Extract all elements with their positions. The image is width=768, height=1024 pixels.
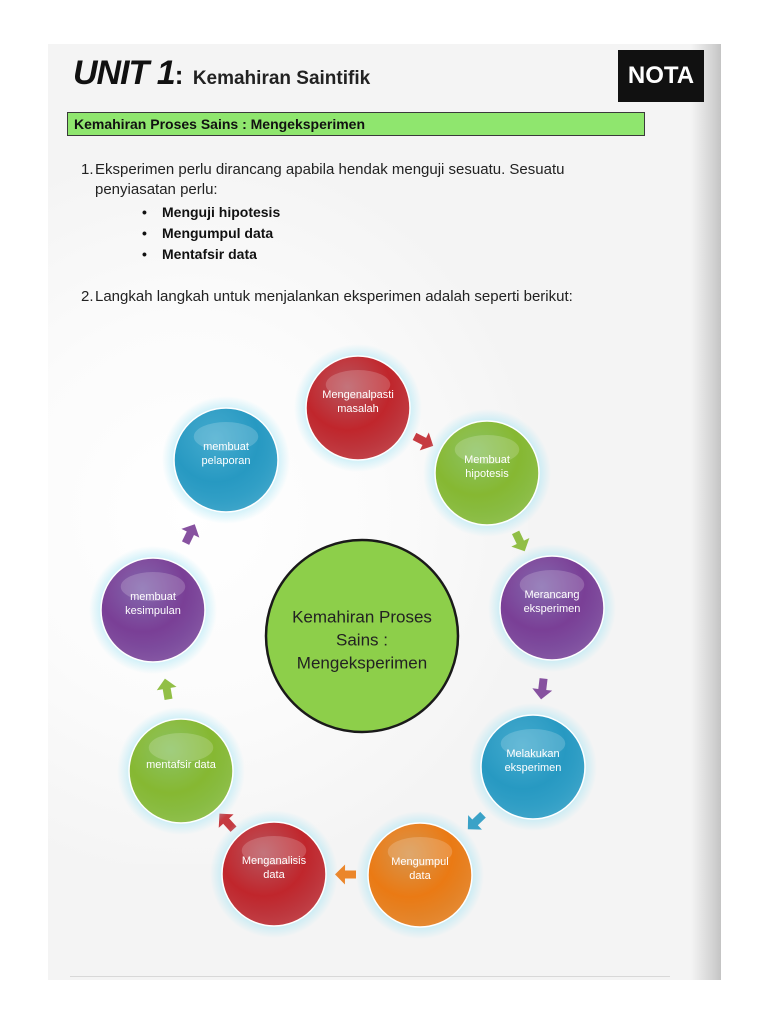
cycle-node-highlight: [387, 837, 453, 867]
section-banner: Kemahiran Proses Sains : Mengeksperimen: [67, 112, 645, 136]
bullet-item: Mentafsir data: [140, 244, 280, 265]
bullet-item: Menguji hipotesis: [140, 202, 280, 223]
cycle-step-label: membuat pelaporan: [201, 441, 251, 467]
cycle-arrow: [335, 864, 357, 885]
cycle-step-label: Melakukan eksperimen: [504, 748, 562, 774]
cycle-step-label: Merancang eksperimen: [523, 589, 581, 615]
point-2: 2. Langkah langkah untuk menjalankan eks…: [81, 287, 573, 307]
cycle-node: [128, 718, 234, 824]
cycle-node: [480, 714, 586, 820]
point-1-number: 1.: [81, 161, 94, 178]
cycle-step-label: Membuat hipotesis: [464, 454, 510, 480]
cycle-node: [367, 822, 473, 928]
cycle-node: [499, 555, 605, 661]
unit-subtitle: Kemahiran Saintifik: [192, 68, 371, 89]
cycle-node: [305, 355, 411, 461]
cycle-node-highlight: [500, 729, 566, 759]
cycle-node: [100, 557, 206, 663]
cycle-node: [221, 821, 327, 927]
cycle-node: [173, 407, 279, 513]
cycle-arrow: [532, 678, 553, 700]
cycle-step-label: Menganalisis data: [241, 855, 307, 881]
point-2-text: Langkah langkah untuk menjalankan eksper…: [95, 288, 573, 305]
cycle-node-highlight: [454, 435, 520, 465]
bullet-item: Mengumpul data: [140, 223, 280, 244]
cycle-node-highlight: [193, 422, 259, 452]
cycle-step-label: mentafsir data: [146, 759, 216, 771]
cycle-node: [434, 420, 540, 526]
cycle-center-label: Kemahiran Proses Sains : Mengeksperimen: [292, 607, 432, 673]
cycle-step-label: Mengenalpasti masalah: [322, 389, 394, 415]
cycle-node-highlight: [148, 733, 214, 763]
page-edge-shadow: [691, 44, 721, 980]
nota-badge: NOTA: [618, 50, 704, 102]
cycle-arrow: [156, 678, 177, 701]
point-1: 1. Eksperimen perlu dirancang apabila he…: [81, 160, 635, 200]
cycle-arrow: [412, 432, 434, 451]
point-1-text: Eksperimen perlu dirancang apabila henda…: [95, 161, 565, 198]
unit-number: UNIT 1: [73, 54, 176, 92]
cycle-node-highlight: [120, 572, 186, 602]
title-colon: :: [174, 60, 184, 90]
cycle-node-highlight: [325, 370, 391, 400]
cycle-arrow: [467, 811, 486, 830]
footer-divider: [70, 976, 670, 977]
cycle-node-highlight: [241, 836, 307, 866]
bullet-list: Menguji hipotesis Mengumpul data Mentafs…: [140, 202, 280, 265]
cycle-node-highlight: [519, 570, 585, 600]
cycle-center-circle: [264, 538, 460, 734]
cycle-arrow: [511, 530, 530, 552]
unit-title: UNIT 1: Kemahiran Saintifik: [73, 54, 370, 93]
cycle-step-label: Mengumpul data: [391, 856, 449, 882]
cycle-step-label: membuat kesimpulan: [125, 591, 181, 617]
cycle-arrow: [181, 524, 200, 545]
point-2-number: 2.: [81, 288, 94, 305]
